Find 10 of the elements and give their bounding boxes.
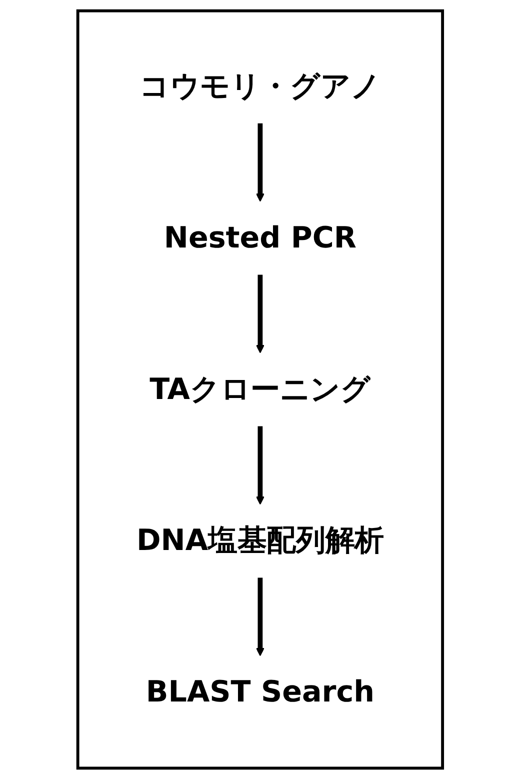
- arrow: [256, 274, 265, 354]
- node-text: コウモリ・グアノ: [140, 69, 382, 104]
- arrow: [256, 123, 265, 202]
- node-text: Nested PCR: [164, 220, 357, 256]
- node-text: DNA塩基配列解析: [136, 524, 384, 558]
- arrow: [256, 426, 265, 505]
- node-text: TAクローニング: [150, 372, 372, 407]
- node-text: BLAST Search: [146, 675, 375, 710]
- cluster: [76, 9, 444, 770]
- arrow: [256, 578, 265, 656]
